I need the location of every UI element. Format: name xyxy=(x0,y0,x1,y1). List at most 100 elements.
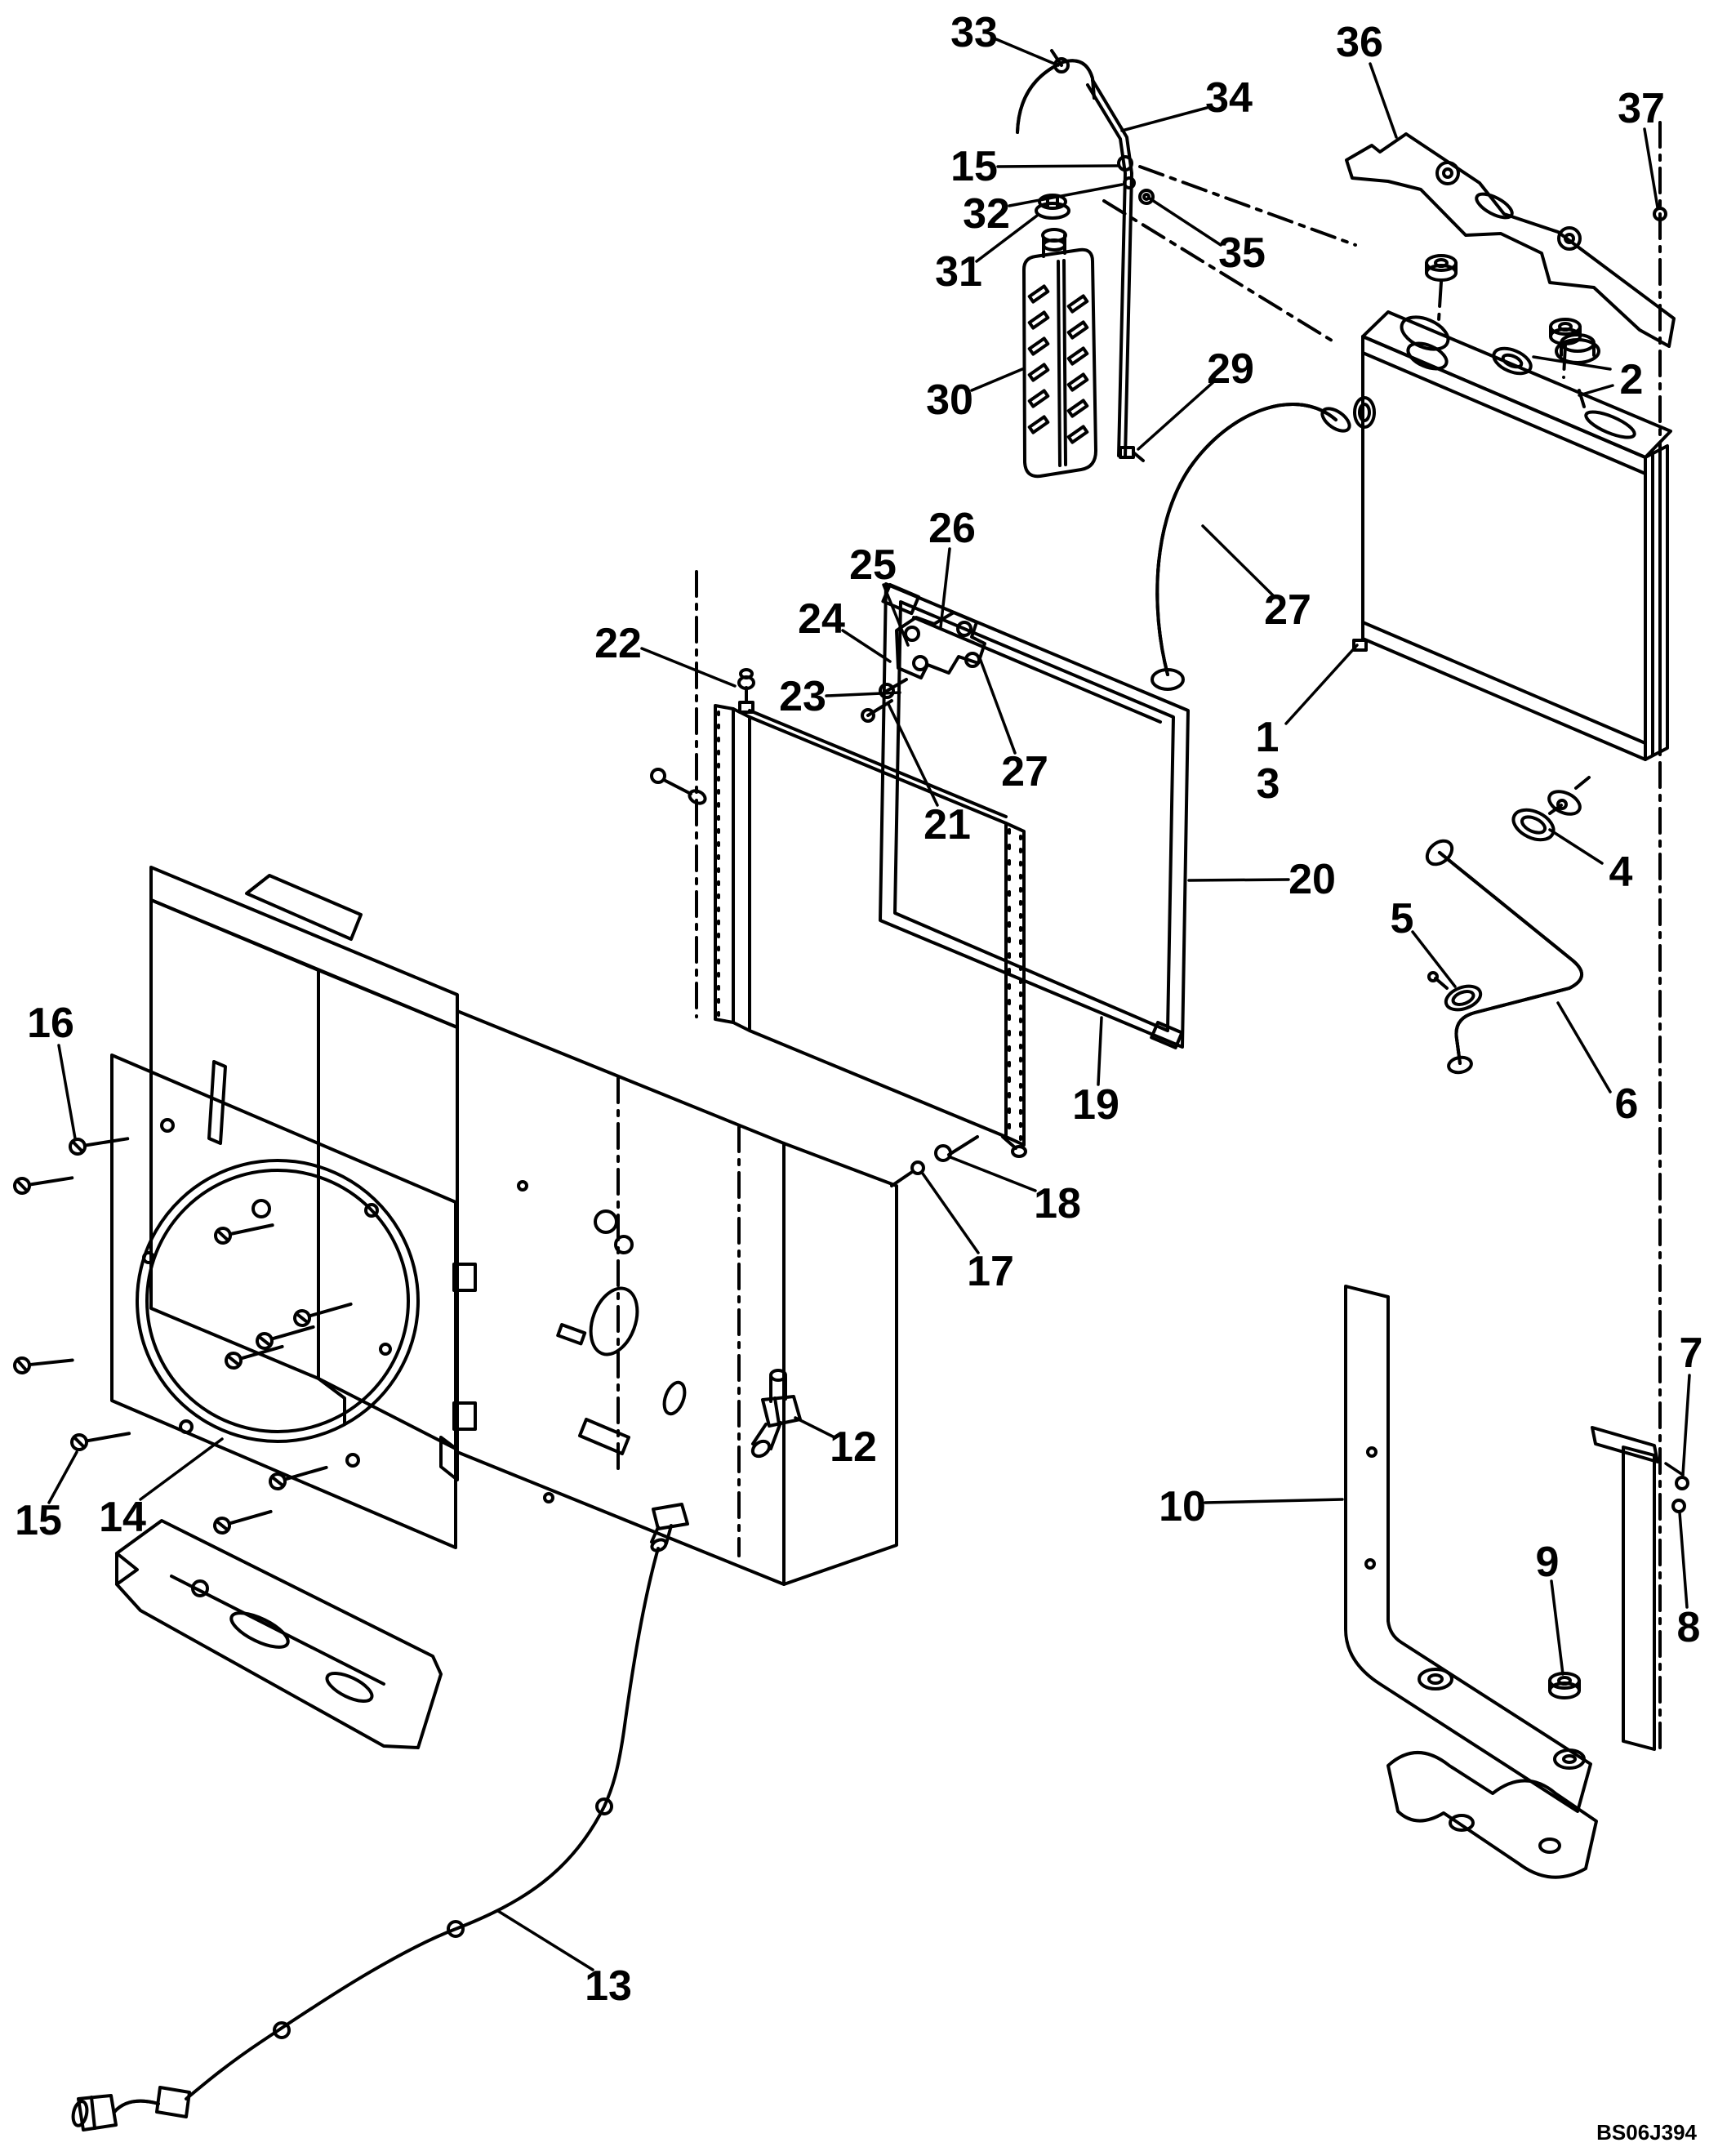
leader-line-2 xyxy=(1532,355,1612,371)
leader-line-26 xyxy=(939,547,951,629)
callout-14: 14 xyxy=(99,1494,146,1541)
leader-line-12 xyxy=(794,1416,836,1439)
callout-37: 37 xyxy=(1618,85,1665,132)
leader-line-13 xyxy=(496,1909,594,1971)
callout-23: 23 xyxy=(779,673,826,720)
bolt-16 xyxy=(67,1129,131,1157)
callout-26: 26 xyxy=(928,505,976,552)
service-valve-22 xyxy=(737,668,755,714)
leader-line-21 xyxy=(887,702,939,807)
leader-line-30 xyxy=(970,368,1024,392)
leader-line-24 xyxy=(841,629,892,663)
callout-15: 15 xyxy=(15,1497,62,1544)
top-shroud-plate xyxy=(1345,132,1676,348)
leader-line-17 xyxy=(921,1172,980,1254)
callout-34: 34 xyxy=(1205,74,1253,122)
condenser xyxy=(714,668,1027,1187)
condenser-frame xyxy=(879,582,1190,1049)
callout-25: 25 xyxy=(849,541,897,589)
callout-16: 16 xyxy=(27,1000,74,1047)
figure-code: BS06J394 xyxy=(1596,2120,1697,2145)
leader-line-22 xyxy=(640,647,737,688)
callout-20: 20 xyxy=(1288,856,1336,903)
callout-7: 7 xyxy=(1680,1330,1703,1377)
strap-7 xyxy=(1591,1426,1689,1751)
mounting-bracket-26 xyxy=(650,611,986,805)
callout-18: 18 xyxy=(1034,1180,1081,1227)
lower-radiator-hose xyxy=(1425,839,1583,1075)
hose-clamp-4 xyxy=(1511,799,1568,842)
callout-5: 5 xyxy=(1391,895,1414,942)
leader-line-16 xyxy=(57,1044,77,1140)
leader-line-31 xyxy=(975,214,1039,263)
leader-line-9 xyxy=(1550,1579,1564,1676)
callout-4: 4 xyxy=(1609,849,1633,896)
leader-line-23 xyxy=(825,691,901,697)
leader-line-18 xyxy=(949,1156,1037,1192)
callout-32: 32 xyxy=(963,190,1010,238)
screw-37 xyxy=(1653,207,1667,238)
leader-line-8 xyxy=(1678,1511,1689,1609)
lower-mount-plate xyxy=(115,1519,443,1749)
callout-33: 33 xyxy=(950,9,998,56)
callout-1: 1 xyxy=(1256,714,1280,761)
fan-shroud xyxy=(110,1054,457,1549)
hose-clamp-5 xyxy=(1427,971,1483,1012)
callout-8: 8 xyxy=(1677,1604,1701,1651)
grommet-35 xyxy=(1138,189,1155,205)
leader-line-7 xyxy=(1664,1462,1685,1477)
callout-19: 19 xyxy=(1072,1081,1119,1129)
grommet-9 xyxy=(1548,1672,1581,1699)
leader-line-27 xyxy=(1201,524,1275,598)
callout-15: 15 xyxy=(950,143,998,190)
leader-line-19 xyxy=(1097,1016,1103,1086)
callout-24: 24 xyxy=(798,595,845,643)
callout-13: 13 xyxy=(585,1962,632,2010)
leader-line-10 xyxy=(1204,1498,1344,1504)
leader-line-34 xyxy=(1120,106,1208,132)
callout-21: 21 xyxy=(924,801,971,849)
support-bracket-10 xyxy=(1344,1285,1598,1879)
callout-10: 10 xyxy=(1159,1483,1206,1530)
leader-line-36 xyxy=(1369,62,1398,139)
leader-line-35 xyxy=(1148,197,1222,247)
bolt-32 xyxy=(1123,176,1136,189)
callout-12: 12 xyxy=(830,1423,877,1471)
drain-hose xyxy=(71,1547,660,2132)
reservoir-assembly xyxy=(1016,49,1155,479)
upper-radiator-hose xyxy=(1151,403,1351,691)
leader-line-14 xyxy=(139,1437,224,1501)
leader-line-33 xyxy=(995,38,1060,67)
callout-36: 36 xyxy=(1336,19,1383,66)
reservoir-vents xyxy=(1027,284,1089,444)
callout-29: 29 xyxy=(1207,345,1254,393)
callout-35: 35 xyxy=(1218,229,1266,277)
callout-layer: 1234567891012131415151617181920212223242… xyxy=(15,9,1702,2010)
radiator xyxy=(1352,310,1672,842)
leader-line-32 xyxy=(1008,183,1124,207)
callout-17: 17 xyxy=(967,1248,1014,1295)
leader-line-27 xyxy=(978,657,1017,755)
radiator-cap xyxy=(1555,333,1600,364)
leader-line-4 xyxy=(1548,828,1604,865)
bolt-15 xyxy=(69,1424,132,1453)
clamp-15-top xyxy=(1117,155,1133,172)
hose-fitting xyxy=(650,1503,689,1552)
callout-31: 31 xyxy=(935,248,982,296)
leader-line-15 xyxy=(996,164,1120,168)
callout-27: 27 xyxy=(1264,586,1311,634)
callout-2: 2 xyxy=(1620,356,1644,403)
callout-6: 6 xyxy=(1615,1080,1639,1128)
leader-line-15 xyxy=(47,1450,78,1504)
callout-9: 9 xyxy=(1536,1539,1560,1586)
leader-line-7 xyxy=(1681,1374,1691,1477)
bolt-8 xyxy=(1675,1476,1689,1490)
leader-line-1 xyxy=(1284,644,1359,725)
leader-line-37 xyxy=(1643,127,1659,209)
callout-22: 22 xyxy=(594,620,642,667)
construction-lines xyxy=(616,121,1662,1753)
leader-line-5 xyxy=(1411,930,1457,988)
callout-30: 30 xyxy=(926,376,973,424)
